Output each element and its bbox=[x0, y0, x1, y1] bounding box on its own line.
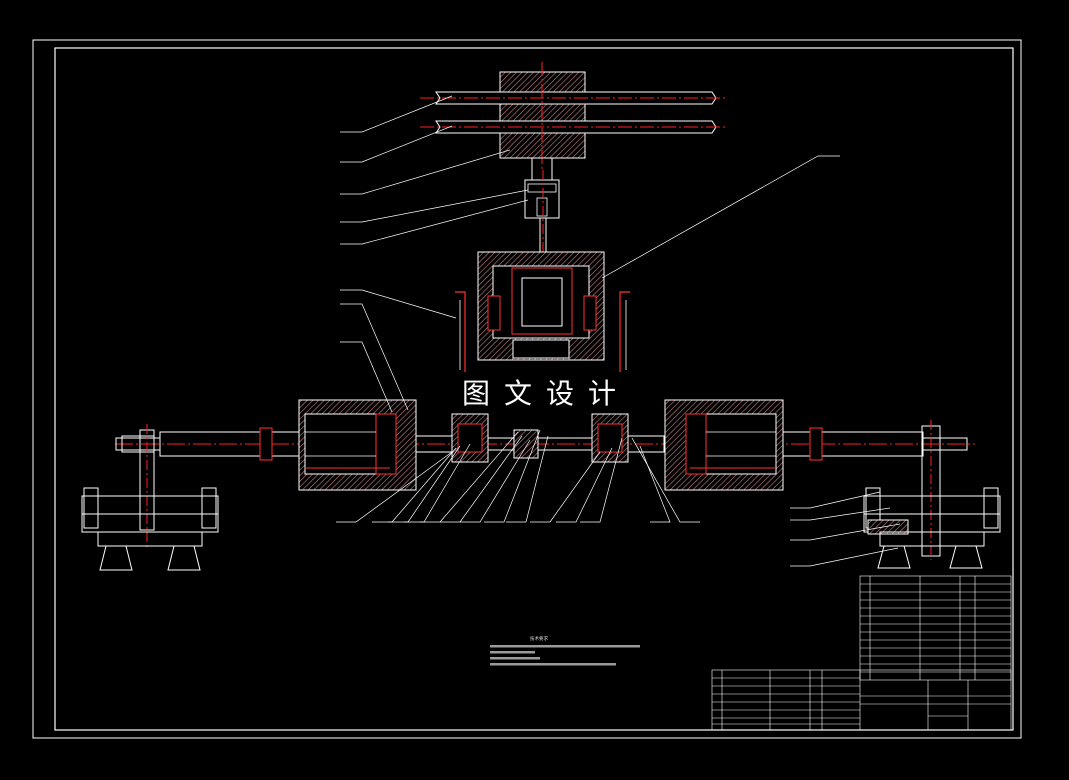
left-base-assembly bbox=[81, 424, 219, 571]
pulley-assembly bbox=[420, 62, 728, 170]
notes-title: 技术要求 bbox=[530, 635, 548, 642]
leader-lines bbox=[336, 95, 901, 567]
inner-drawing-frame bbox=[54, 47, 1014, 731]
right-base-assembly bbox=[863, 420, 1001, 569]
vertical-shaft bbox=[524, 157, 560, 260]
outer-sheet-border bbox=[32, 39, 1022, 739]
watermark-text: 图文设计 bbox=[462, 377, 631, 410]
right-shaft bbox=[782, 427, 968, 461]
right-cylinder bbox=[664, 399, 784, 491]
parts-list-table bbox=[859, 575, 1012, 681]
title-block bbox=[711, 669, 1012, 731]
technical-notes: 技术要求 bbox=[490, 635, 640, 666]
center-couplings bbox=[415, 413, 665, 463]
gearbox-housing bbox=[455, 251, 630, 372]
left-cylinder bbox=[298, 399, 417, 491]
